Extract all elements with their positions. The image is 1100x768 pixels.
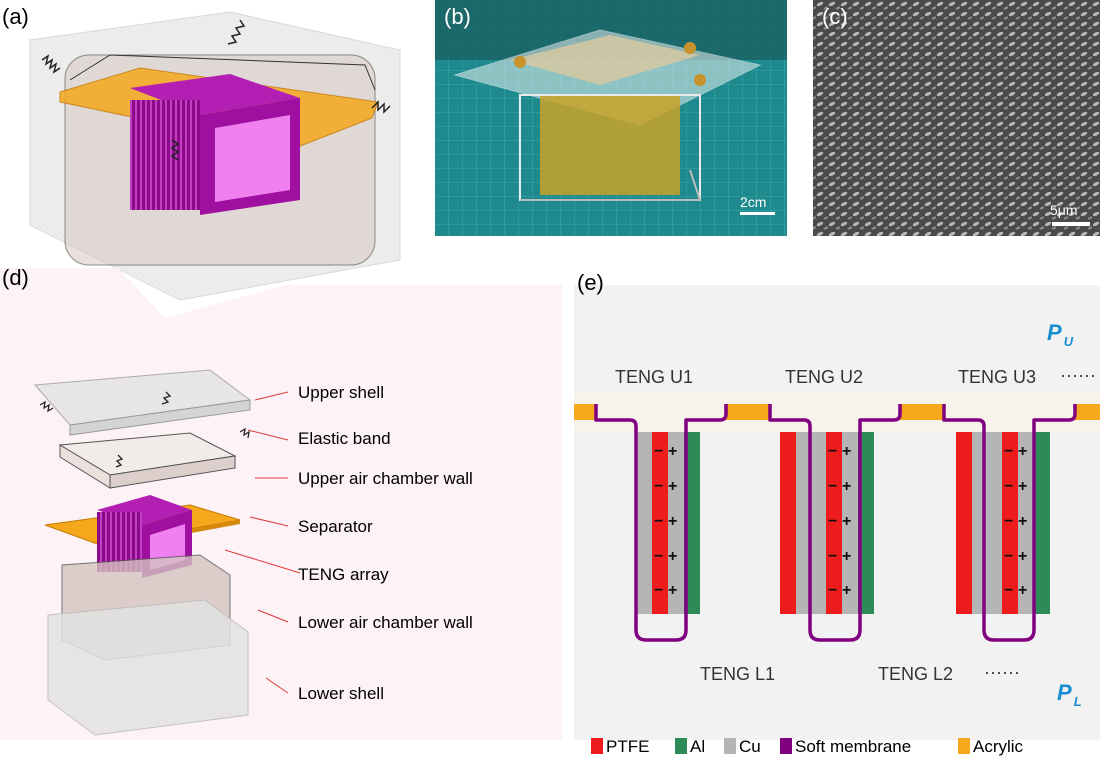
positive-charge-sign: + xyxy=(668,513,677,530)
negative-charge-sign: − xyxy=(1004,478,1013,495)
positive-charge-sign: + xyxy=(1018,582,1027,599)
spring-icon xyxy=(41,54,61,74)
negative-charge-sign: − xyxy=(828,548,837,565)
negative-charge-sign: − xyxy=(828,478,837,495)
positive-charge-sign: + xyxy=(1018,443,1027,460)
exploded-view xyxy=(33,369,252,736)
scale-bar-label: 2cm xyxy=(740,194,766,210)
teng-upper-label: TENG U3 xyxy=(958,367,1036,387)
acrylic-separator xyxy=(574,404,1100,420)
callout-leader-lines xyxy=(224,391,301,694)
positive-charge-sign: + xyxy=(668,548,677,565)
positive-charge-sign: + xyxy=(1018,478,1027,495)
panel-e-label: (e) xyxy=(577,270,604,295)
callout-teng-array: TENG array xyxy=(298,565,389,584)
callout-elastic-band: Elastic band xyxy=(298,429,391,448)
teng-upper-label: TENG U1 xyxy=(615,367,693,387)
panel-c-sem-image xyxy=(813,0,1100,236)
positive-charge-sign: + xyxy=(668,443,677,460)
negative-charge-sign: − xyxy=(654,513,663,530)
spring-icon xyxy=(161,391,172,405)
panel-b-label: (b) xyxy=(444,4,471,29)
callout-upper-air-chamber-wall: Upper air chamber wall xyxy=(298,469,473,488)
callout-lower-air-chamber-wall: Lower air chamber wall xyxy=(298,613,473,632)
panel-c-label: (c) xyxy=(822,4,848,29)
teng-upper-label: TENG U2 xyxy=(785,367,863,387)
teng-lower-label: TENG L2 xyxy=(878,664,953,684)
spring-icon xyxy=(227,19,246,45)
callout-separator: Separator xyxy=(298,517,373,536)
negative-charge-sign: − xyxy=(828,513,837,530)
positive-charge-sign: + xyxy=(1018,513,1027,530)
spring-icon xyxy=(239,427,250,439)
teng-lower-label: TENG L1 xyxy=(700,664,775,684)
legend-swatch xyxy=(591,738,603,754)
panel-d-label: (d) xyxy=(2,265,29,290)
legend-label: Cu xyxy=(739,737,761,756)
teng-lower-more: ······ xyxy=(984,662,1020,682)
positive-charge-sign: + xyxy=(842,478,851,495)
panel-b-photo xyxy=(435,0,787,236)
negative-charge-sign: − xyxy=(1004,548,1013,565)
positive-charge-sign: + xyxy=(842,548,851,565)
positive-charge-sign: + xyxy=(668,582,677,599)
legend-label: Al xyxy=(690,737,705,756)
positive-charge-sign: + xyxy=(842,513,851,530)
negative-charge-sign: − xyxy=(654,443,663,460)
spring-icon xyxy=(371,100,391,114)
legend-label: Acrylic xyxy=(973,737,1024,756)
panel-a-illustration xyxy=(29,11,401,301)
legend: PTFE Al Cu Soft membrane Acrylic xyxy=(591,737,1024,756)
negative-charge-sign: − xyxy=(1004,513,1013,530)
scale-bar-label: 5μm xyxy=(1050,202,1078,218)
negative-charge-sign: − xyxy=(828,443,837,460)
charge-signs: −+−+−+−+−+−+−+−+−+−+−+−+−+−+−+ xyxy=(654,443,1027,599)
panel-a-label: (a) xyxy=(2,4,29,29)
spring-icon xyxy=(39,400,54,413)
legend-swatch xyxy=(675,738,687,754)
legend-label: Soft membrane xyxy=(795,737,911,756)
negative-charge-sign: − xyxy=(1004,582,1013,599)
legend-swatch xyxy=(958,738,970,754)
positive-charge-sign: + xyxy=(668,478,677,495)
negative-charge-sign: − xyxy=(828,582,837,599)
spring-icon xyxy=(170,139,180,161)
legend-label: PTFE xyxy=(606,737,649,756)
positive-charge-sign: + xyxy=(842,443,851,460)
callout-lower-shell: Lower shell xyxy=(298,684,384,703)
negative-charge-sign: − xyxy=(654,582,663,599)
positive-charge-sign: + xyxy=(1018,548,1027,565)
negative-charge-sign: − xyxy=(654,548,663,565)
teng-unit-1 xyxy=(636,432,700,614)
legend-swatch xyxy=(724,738,736,754)
upper-chamber-band xyxy=(574,392,1100,432)
soft-membrane xyxy=(594,404,1077,642)
teng-unit-3 xyxy=(956,432,1050,614)
positive-charge-sign: + xyxy=(842,582,851,599)
spring-icon xyxy=(115,454,124,468)
callout-upper-shell: Upper shell xyxy=(298,383,384,402)
negative-charge-sign: − xyxy=(1004,443,1013,460)
negative-charge-sign: − xyxy=(654,478,663,495)
teng-upper-more: ······ xyxy=(1060,365,1096,385)
legend-swatch xyxy=(780,738,792,754)
